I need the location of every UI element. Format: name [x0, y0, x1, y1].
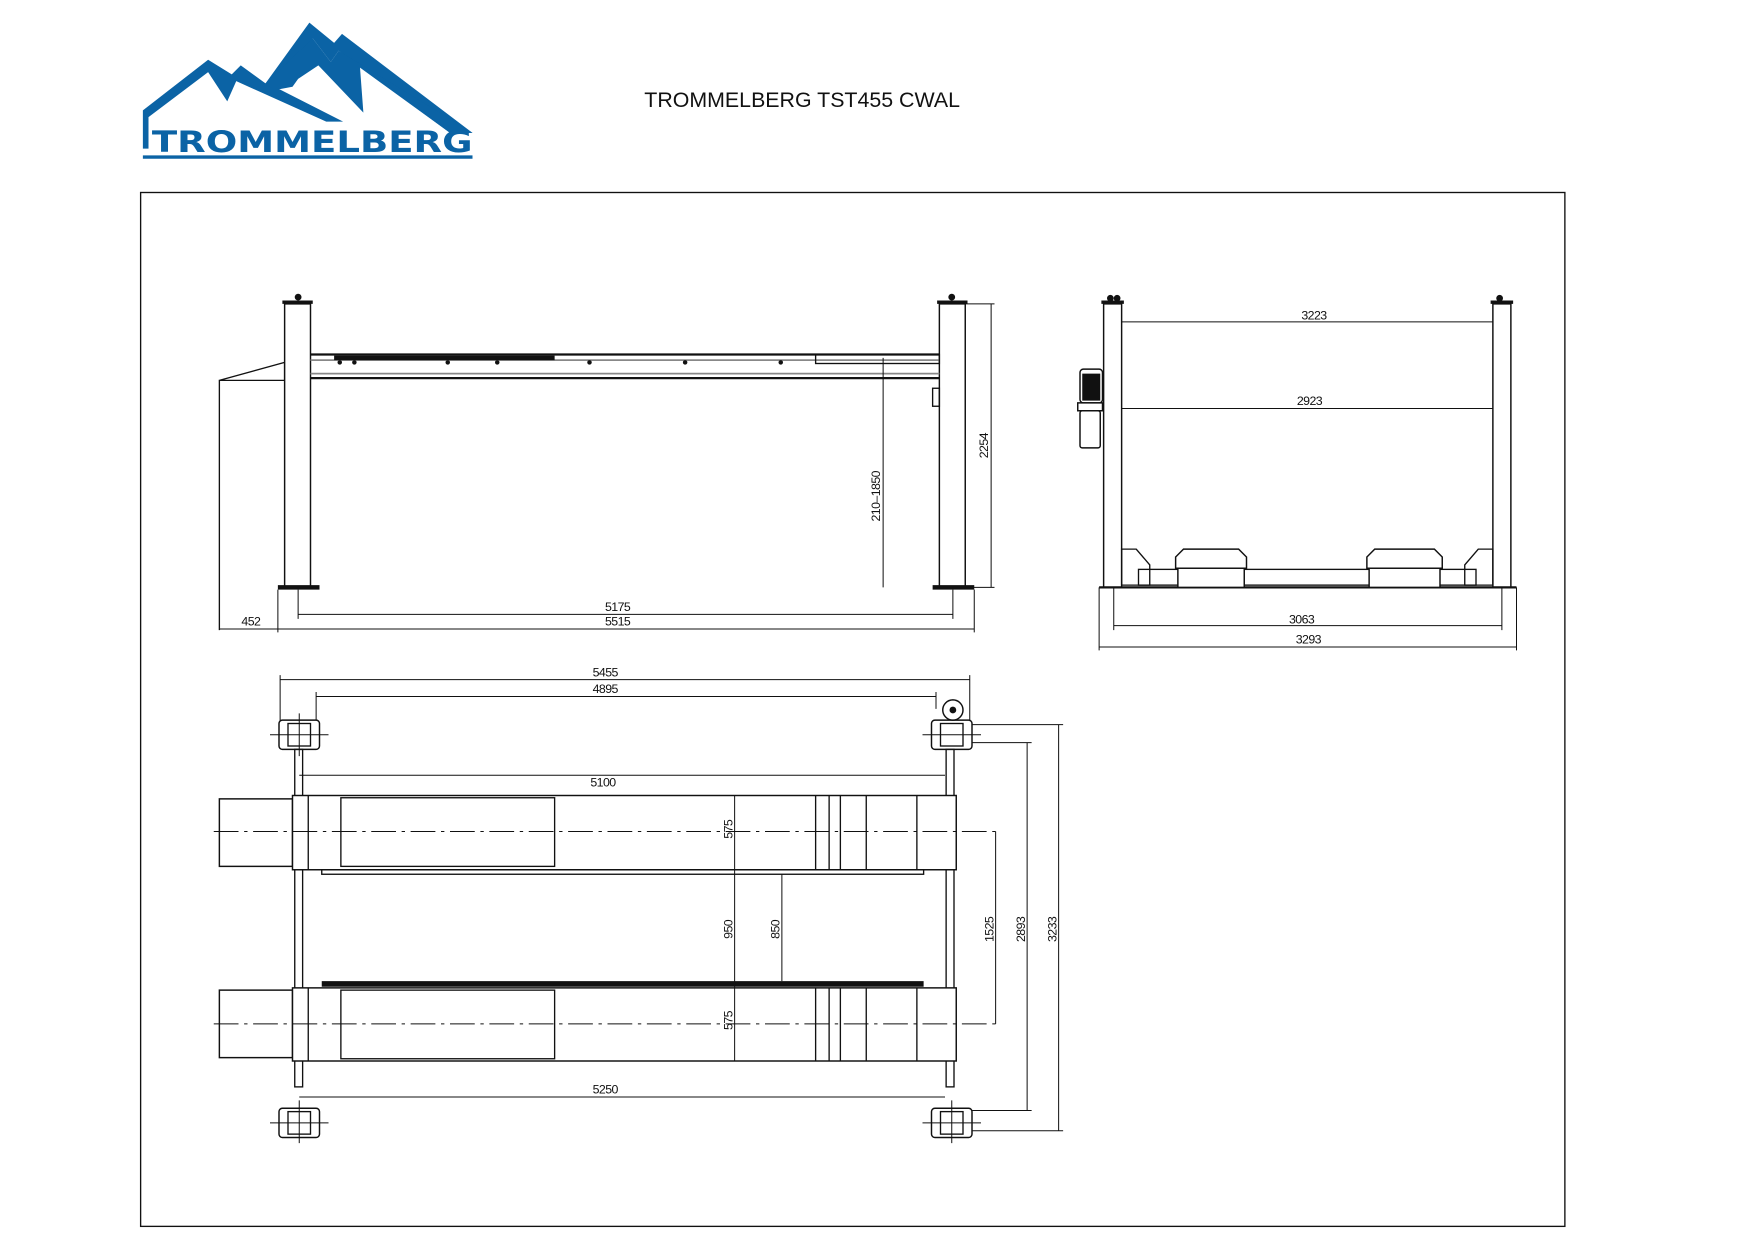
- dim-column-spacing: 4895: [593, 682, 619, 696]
- dim-runway-width-2: 575: [721, 1010, 735, 1030]
- dim-overall-length: 5515: [605, 615, 631, 629]
- dim-lift-height: 210–1850: [869, 470, 883, 521]
- left-column: [283, 303, 312, 589]
- dim-crossbeam-top: 5100: [590, 776, 616, 790]
- drawing-frame: [139, 191, 1566, 1228]
- dim-top-overall-length: 5455: [593, 665, 619, 679]
- dim-crossbeam-bottom: 5250: [593, 1083, 619, 1097]
- logo-text: TROMMELBERG: [152, 125, 473, 159]
- side-left-column: [1102, 303, 1123, 589]
- dim-overall-width-base: 3293: [1296, 633, 1322, 647]
- front-view: 210–1850 2254 5175 5515 452: [218, 293, 995, 633]
- dim-inner-width-top: 2923: [1297, 394, 1323, 408]
- column-plate-bottom-left: [270, 1100, 329, 1144]
- dim-inner-width-base: 3063: [1289, 612, 1315, 626]
- trommelberg-logo: TROMMELBERG: [142, 22, 473, 159]
- dim-runway-inner-gap: 850: [769, 919, 783, 939]
- dim-ramp-offset: 452: [241, 615, 261, 629]
- dim-outer-width-top: 3223: [1301, 309, 1327, 323]
- dim-column-center-width: 2893: [1014, 916, 1028, 942]
- hydraulic-power-unit: [1077, 368, 1104, 449]
- right-column: [938, 303, 966, 589]
- side-right-column: [1492, 303, 1512, 589]
- runway-2: [218, 981, 957, 1062]
- runway-1: [218, 794, 957, 875]
- dim-runway-width-1: 575: [721, 819, 735, 839]
- top-view: 5455 4895 5100: [213, 665, 1064, 1144]
- dim-runway-center-distance: 1525: [982, 916, 996, 942]
- side-view: 3223 2923 3063 3293: [1077, 294, 1518, 651]
- dim-overall-width: 3233: [1045, 916, 1059, 942]
- dim-column-height: 2254: [977, 432, 991, 458]
- column-plate-top-left: [270, 713, 329, 757]
- dim-inner-length: 5175: [605, 600, 631, 614]
- drawing-title: TROMMELBERG TST455 CWAL: [644, 88, 960, 112]
- column-plate-bottom-right: [922, 1100, 981, 1144]
- dim-runway-outer-gap: 950: [721, 919, 735, 939]
